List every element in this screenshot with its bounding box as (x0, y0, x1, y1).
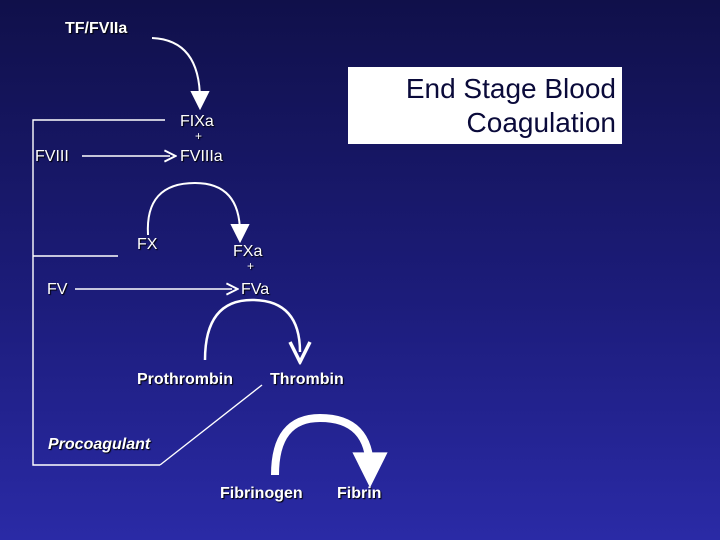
node-fixa: FIXa (180, 113, 214, 130)
arrow-fx-to-fxa (146, 181, 240, 235)
node-fx: FX (137, 236, 158, 253)
diagram-title: End Stage Blood Coagulation (348, 72, 616, 140)
label-procoagulant: Procoagulant (48, 436, 151, 453)
node-tf-fviia: TF/FVIIa (65, 20, 128, 37)
node-prothrombin: Prothrombin (137, 371, 233, 388)
title-line-2: Coagulation (466, 107, 616, 138)
node-fva: FVa (241, 281, 270, 298)
node-fibrinogen: Fibrinogen (220, 485, 303, 502)
arrow-tf-to-fixa (151, 37, 200, 100)
title-line-1: End Stage Blood (405, 73, 616, 104)
node-thrombin: Thrombin (270, 371, 344, 388)
procoagulant-line (159, 384, 263, 466)
node-fviiia: FVIIIa (180, 148, 223, 165)
node-fv: FV (47, 281, 68, 298)
plus-sign-2: + (247, 259, 255, 273)
node-fxa: FXa (233, 243, 263, 260)
title-box (348, 67, 622, 144)
arrow-prothrombin-to-thrombin (203, 298, 300, 360)
plus-sign-1: + (195, 129, 203, 143)
node-fibrin: Fibrin (337, 485, 382, 502)
bracket-line (32, 119, 165, 466)
node-fviii: FVIII (35, 148, 69, 165)
arrow-fibrinogen-to-fibrin (271, 413, 388, 488)
